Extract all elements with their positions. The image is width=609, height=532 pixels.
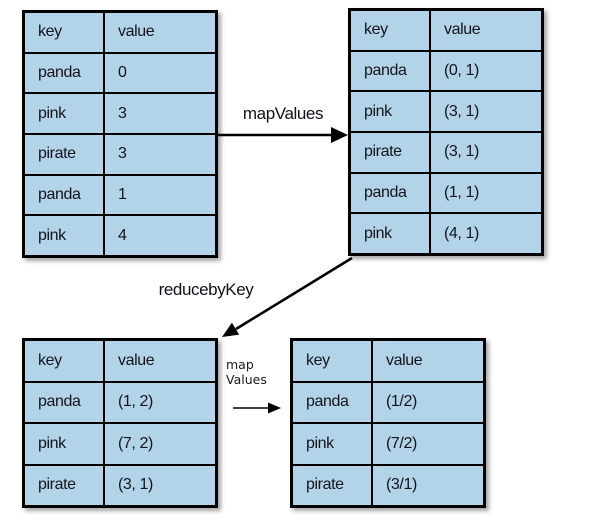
- table-cell-value: (0, 1): [431, 51, 541, 91]
- mapvalues-small-label-line1: map: [226, 357, 254, 372]
- table-cell-key: pirate: [351, 133, 429, 172]
- table-cell-value: 3: [105, 94, 215, 134]
- table-cell-key: pink: [351, 214, 429, 254]
- mapvalues-small-arrow: [233, 402, 281, 414]
- table-cell-key: pirate: [293, 465, 371, 505]
- table-cell-key: panda: [25, 53, 103, 93]
- mapvalues-small-label: map Values: [226, 357, 267, 387]
- table-source: key value panda 0 pink 3 pirate 3 panda …: [22, 10, 218, 259]
- reducebykey-label: reducebyKey: [158, 280, 254, 299]
- table-cell-value: (4, 1): [431, 214, 541, 254]
- table-cell-value: 4: [105, 216, 215, 256]
- table-cell-value: 1: [105, 175, 215, 215]
- mapvalues-arrow: [218, 127, 348, 143]
- table-header-key: key: [25, 341, 103, 381]
- mapvalues-small-label-line2: Values: [226, 372, 267, 387]
- table-cell-key: pink: [25, 94, 103, 134]
- table-header-value: value: [105, 341, 215, 381]
- table-header-value: value: [431, 11, 541, 50]
- table-cell-key: panda: [25, 175, 103, 215]
- table-cell-value: (3/1): [373, 465, 483, 505]
- table-cell-key: pirate: [25, 465, 103, 505]
- table-cell-key: panda: [293, 382, 371, 422]
- table-cell-key: panda: [351, 173, 429, 213]
- table-cell-key: pink: [351, 92, 429, 132]
- table-cell-key: pink: [25, 424, 103, 464]
- table-after-reducebykey: key value panda (1, 2) pink (7, 2) pirat…: [22, 338, 218, 508]
- table-cell-key: panda: [351, 51, 429, 91]
- table-cell-value: 0: [105, 53, 215, 93]
- table-header-key: key: [25, 13, 103, 52]
- table-header-value: value: [105, 13, 215, 52]
- table-cell-value: 3: [105, 135, 215, 174]
- table-final-result: key value panda (1/2) pink (7/2) pirate …: [290, 338, 486, 508]
- table-header-key: key: [293, 341, 371, 381]
- mapvalues-label: mapValues: [242, 104, 324, 123]
- table-cell-key: pink: [293, 424, 371, 464]
- table-cell-value: (7, 2): [105, 424, 215, 464]
- table-cell-value: (3, 1): [431, 133, 541, 172]
- table-cell-value: (7/2): [373, 424, 483, 464]
- table-cell-key: panda: [25, 382, 103, 422]
- table-cell-key: pink: [25, 216, 103, 256]
- table-cell-value: (3, 1): [105, 465, 215, 505]
- table-header-value: value: [373, 341, 483, 381]
- table-cell-value: (1/2): [373, 382, 483, 422]
- table-cell-value: (1, 1): [431, 173, 541, 213]
- table-cell-key: pirate: [25, 135, 103, 174]
- table-after-mapvalues: key value panda (0, 1) pink (3, 1) pirat…: [348, 8, 544, 257]
- table-cell-value: (3, 1): [431, 92, 541, 132]
- table-header-key: key: [351, 11, 429, 50]
- table-cell-value: (1, 2): [105, 382, 215, 422]
